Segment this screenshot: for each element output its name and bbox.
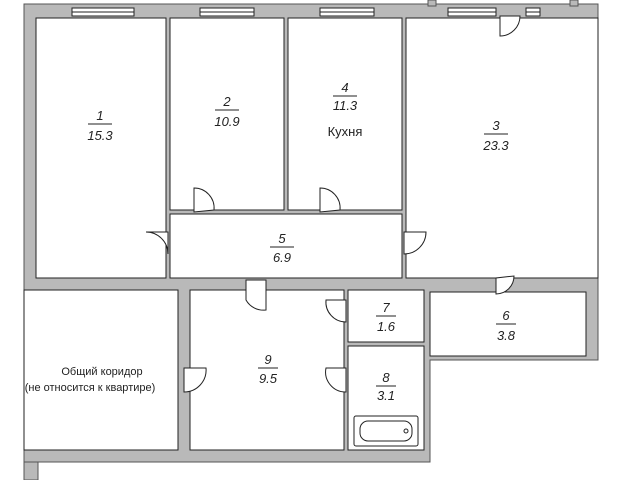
room-number: 2 xyxy=(222,94,231,109)
door-swing-icon xyxy=(499,15,521,37)
door-swing-icon xyxy=(145,231,169,255)
door-swing-icon xyxy=(403,231,427,255)
room-5-label: 5 6.9 xyxy=(270,231,294,265)
door-swing-icon xyxy=(319,187,341,213)
room-1-label: 1 15.3 xyxy=(87,108,113,143)
room-area: 23.3 xyxy=(482,138,509,153)
room-1 xyxy=(35,17,167,279)
door-swing-icon xyxy=(245,279,267,311)
door-swing-icon xyxy=(183,367,207,393)
door-swing-icon xyxy=(325,299,347,323)
room-labels: 1 15.3 2 10.9 4 11.3 Кухня 3 23.3 5 6.9 … xyxy=(25,80,516,403)
room-number: 7 xyxy=(382,300,390,315)
room-number: 4 xyxy=(341,80,348,95)
room-3 xyxy=(405,17,599,279)
room-9 xyxy=(189,289,345,451)
window-icon xyxy=(199,7,255,17)
rooms xyxy=(23,17,599,451)
room-8 xyxy=(347,345,425,451)
room-8-label: 8 3.1 xyxy=(376,370,396,403)
windows xyxy=(71,7,541,17)
room-area: 6.9 xyxy=(273,250,291,265)
window-icon xyxy=(525,7,541,17)
room-number: 5 xyxy=(278,231,286,246)
room-6 xyxy=(429,291,587,357)
door-swing-icon xyxy=(495,275,515,295)
room-area: 3.1 xyxy=(377,388,395,403)
room-area: 15.3 xyxy=(87,128,113,143)
room-number: 1 xyxy=(96,108,103,123)
room-number: 6 xyxy=(502,308,510,323)
room-area: 10.9 xyxy=(214,114,239,129)
room-7-label: 7 1.6 xyxy=(376,300,396,334)
corridor-note: (не относится к квартире) xyxy=(25,382,156,394)
room-9-label: 9 9.5 xyxy=(258,352,278,386)
room-6-label: 6 3.8 xyxy=(496,308,516,343)
room-number: 8 xyxy=(382,370,390,385)
bathtub-icon xyxy=(353,415,419,447)
room-4-label: 4 11.3 Кухня xyxy=(328,80,363,139)
room-3-label: 3 23.3 xyxy=(482,118,509,153)
corridor-label: Общий коридор (не относится к квартире) xyxy=(25,366,156,394)
room-area: 3.8 xyxy=(497,328,516,343)
window-icon xyxy=(319,7,375,17)
room-2 xyxy=(169,17,285,211)
room-area: 1.6 xyxy=(377,319,396,334)
room-name: Кухня xyxy=(328,124,363,139)
door-swing-icon xyxy=(193,187,215,213)
room-area: 9.5 xyxy=(259,371,278,386)
door-swing-icon xyxy=(325,367,347,393)
room-5 xyxy=(169,213,403,279)
room-number: 9 xyxy=(264,352,271,367)
window-icon xyxy=(447,7,497,17)
room-number: 3 xyxy=(492,118,500,133)
room-4 xyxy=(287,17,403,211)
doors xyxy=(145,15,521,393)
corridor-title: Общий коридор xyxy=(61,366,142,378)
room-area: 11.3 xyxy=(333,98,358,113)
common-corridor xyxy=(23,289,179,451)
room-2-label: 2 10.9 xyxy=(214,94,239,129)
window-icon xyxy=(71,7,135,17)
